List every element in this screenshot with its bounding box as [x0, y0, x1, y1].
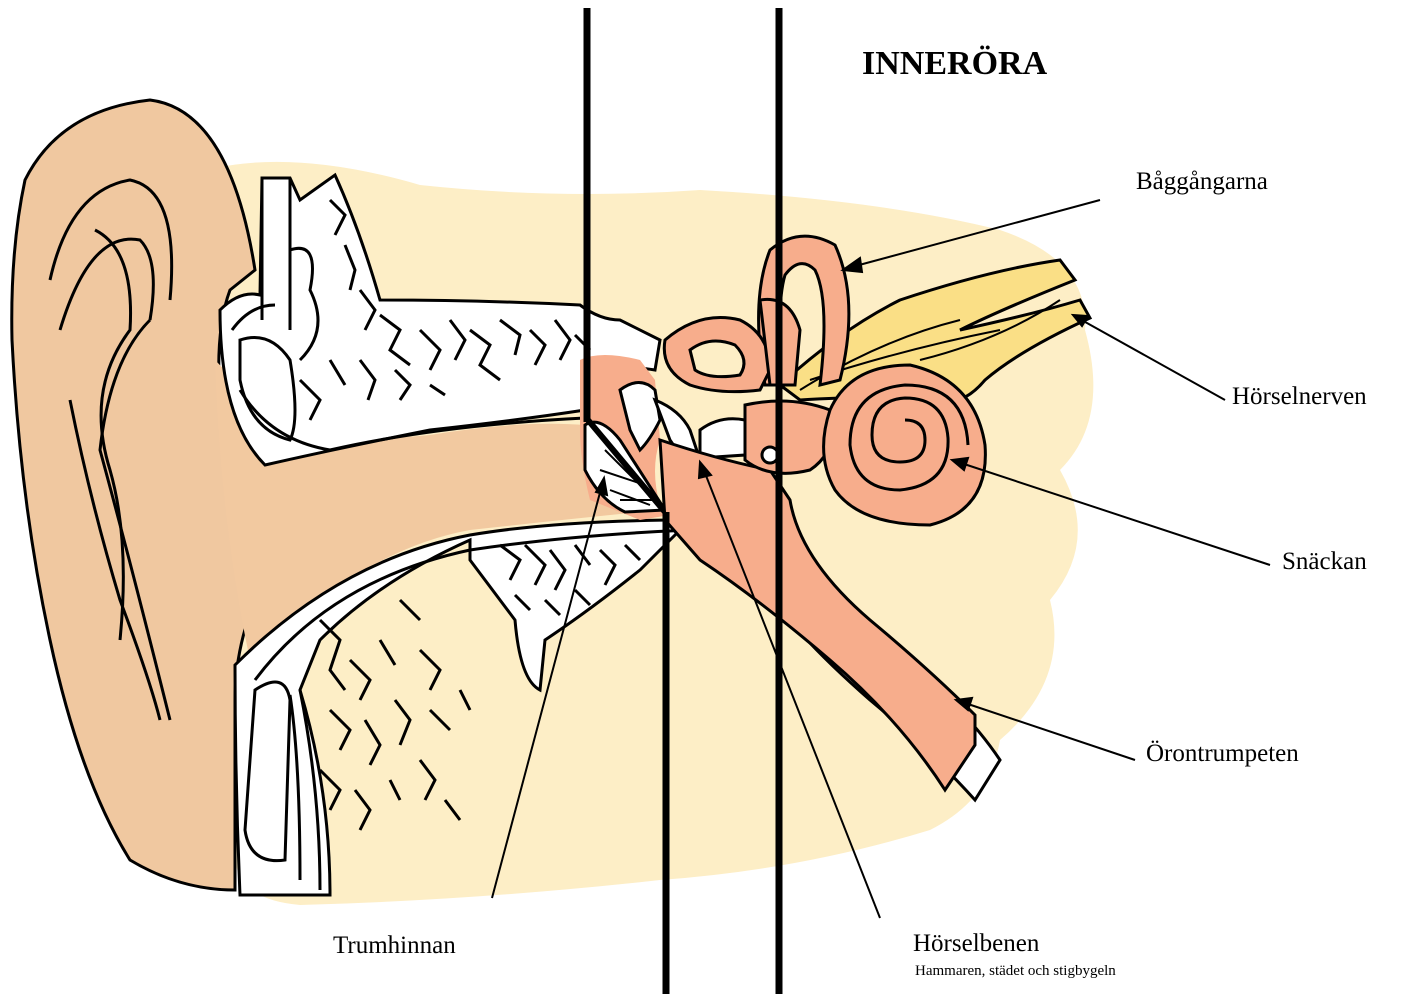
leader-auditory-nerve — [1078, 318, 1225, 400]
label-ossicles: Hörselbenen — [913, 930, 1039, 958]
diagram-title: INNERÖRA — [862, 45, 1047, 83]
outer-ear — [12, 100, 255, 890]
vestibule — [745, 401, 833, 473]
label-ossicles-sub: Hammaren, städet och stigbygeln — [915, 963, 1116, 980]
label-eardrum: Trumhinnan — [333, 932, 456, 960]
label-auditory-nerve: Hörselnerven — [1232, 383, 1367, 411]
label-cochlea: Snäckan — [1282, 548, 1367, 576]
label-semicircular-canals: Båggångarna — [1136, 168, 1268, 196]
label-eustachian-tube: Örontrumpeten — [1146, 740, 1299, 768]
